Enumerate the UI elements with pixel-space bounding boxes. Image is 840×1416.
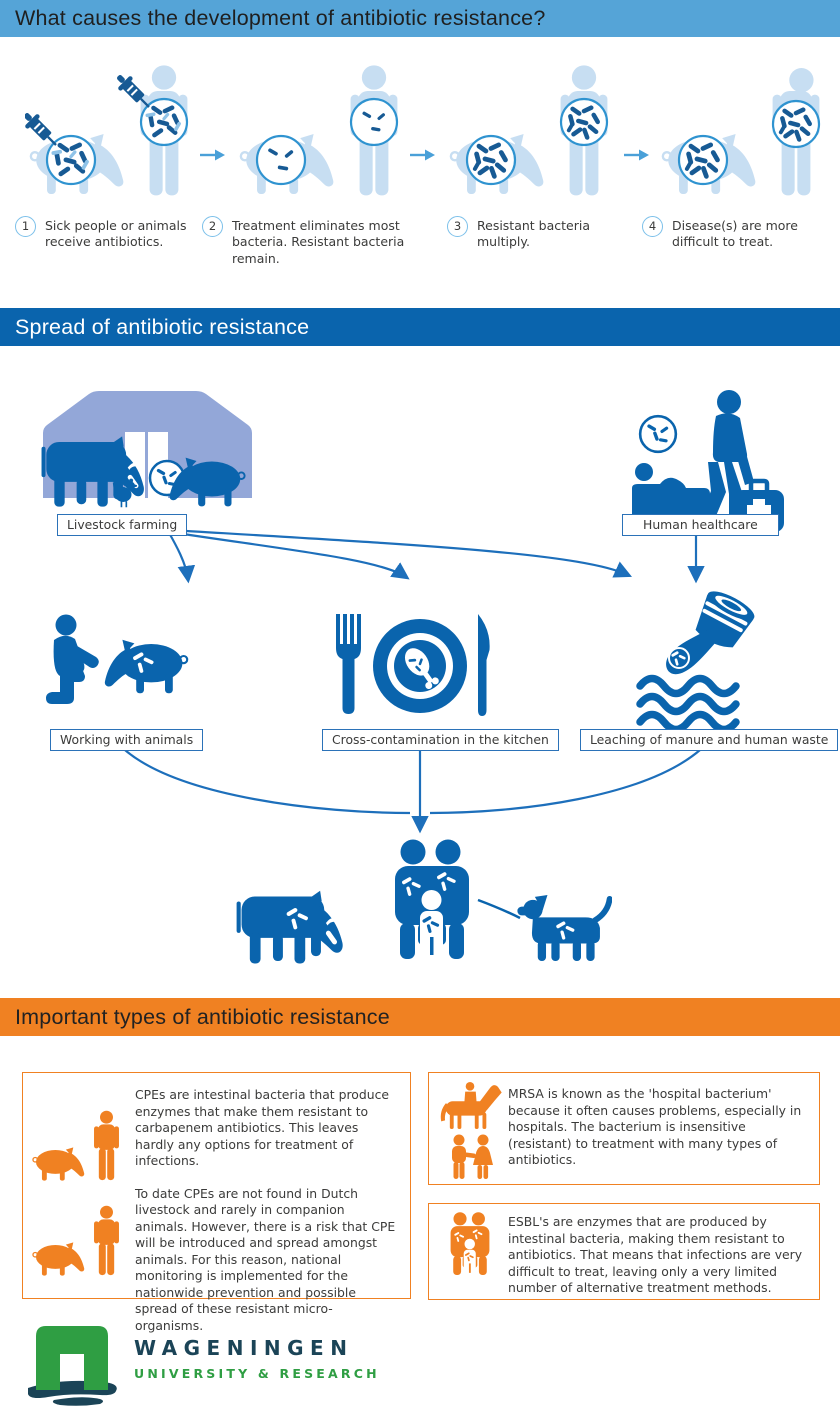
wageningen-wordmark: WAGENINGEN UNIVERSITY & RESEARCH bbox=[134, 1336, 380, 1381]
step3-caption: 3 Resistant bacteria multiply. bbox=[447, 216, 607, 251]
causes-title: What causes the development of antibioti… bbox=[15, 6, 546, 30]
esbl-family-icon bbox=[443, 1212, 497, 1276]
step2-number: 2 bbox=[202, 216, 223, 237]
leaching-text: Leaching of manure and human waste bbox=[590, 732, 829, 747]
leaching-manure-icon bbox=[636, 591, 755, 730]
step2-caption: 2 Treatment eliminates most bacteria. Re… bbox=[202, 216, 412, 267]
spread-flow-arrows bbox=[124, 528, 705, 834]
cpe-pig-person-icon-1 bbox=[32, 1110, 119, 1182]
step4-number: 4 bbox=[642, 216, 663, 237]
cpe-text: CPEs are intestinal bacteria that produc… bbox=[135, 1087, 397, 1334]
step4-text: Disease(s) are more difficult to treat. bbox=[672, 218, 798, 250]
kitchen-cross-contamination-icon bbox=[336, 614, 490, 716]
kitchen-text: Cross-contamination in the kitchen bbox=[332, 732, 549, 747]
livestock-farm-icon bbox=[41, 391, 252, 508]
step1-number: 1 bbox=[15, 216, 36, 237]
step2-illustration bbox=[239, 65, 399, 196]
step4-caption: 4 Disease(s) are more difficult to treat… bbox=[642, 216, 817, 251]
step3-text: Resistant bacteria multiply. bbox=[477, 218, 591, 250]
cpe-paragraph-2: To date CPEs are not found in Dutch live… bbox=[135, 1185, 396, 1333]
working-with-animals-label: Working with animals bbox=[50, 729, 204, 751]
working-with-animals-icon bbox=[46, 614, 189, 704]
causes-header-bar: What causes the development of antibioti… bbox=[0, 0, 840, 37]
mrsa-paragraph: MRSA is known as the 'hospital bacterium… bbox=[508, 1086, 802, 1167]
step1-illustration bbox=[25, 65, 189, 196]
livestock-farming-text: Livestock farming bbox=[67, 517, 178, 532]
step2-text: Treatment eliminates most bacteria. Resi… bbox=[232, 218, 405, 266]
esbl-paragraph: ESBL's are enzymes that are produced by … bbox=[508, 1214, 803, 1295]
kitchen-label: Cross-contamination in the kitchen bbox=[322, 729, 559, 751]
mrsa-couple-icon bbox=[452, 1134, 493, 1179]
step4-illustration bbox=[661, 68, 821, 196]
step3-illustration bbox=[449, 65, 609, 196]
step-arrow-icon bbox=[624, 149, 649, 161]
spread-header-bar: Spread of antibiotic resistance bbox=[0, 308, 840, 346]
human-healthcare-label: Human healthcare bbox=[622, 514, 779, 536]
mrsa-text: MRSA is known as the 'hospital bacterium… bbox=[508, 1086, 808, 1169]
cpe-pig-person-icon-2 bbox=[32, 1205, 119, 1277]
working-with-animals-text: Working with animals bbox=[60, 732, 194, 747]
step1-text: Sick people or animals receive antibioti… bbox=[45, 218, 187, 250]
step-arrow-icon bbox=[200, 149, 225, 161]
step3-number: 3 bbox=[447, 216, 468, 237]
syringe-icon bbox=[111, 69, 156, 114]
human-healthcare-text: Human healthcare bbox=[643, 517, 758, 532]
spread-title: Spread of antibiotic resistance bbox=[15, 314, 310, 339]
step1-caption: 1 Sick people or animals receive antibio… bbox=[15, 216, 195, 251]
mrsa-horse-rider-icon bbox=[440, 1082, 502, 1130]
leaching-label: Leaching of manure and human waste bbox=[580, 729, 839, 751]
cpe-box bbox=[22, 1072, 411, 1299]
types-header-bar: Important types of antibiotic resistance bbox=[0, 998, 840, 1036]
livestock-farming-label: Livestock farming bbox=[57, 514, 188, 536]
wageningen-logo-icon bbox=[28, 1326, 117, 1406]
esbl-box bbox=[428, 1203, 820, 1300]
brand-name: WAGENINGEN bbox=[134, 1336, 354, 1360]
brand-subtitle: UNIVERSITY & RESEARCH bbox=[134, 1366, 380, 1381]
types-title: Important types of antibiotic resistance bbox=[15, 1004, 390, 1029]
step-arrow-icon bbox=[410, 149, 435, 161]
resistant-bacteria-carriers-icon bbox=[236, 836, 624, 964]
esbl-text: ESBL's are enzymes that are produced by … bbox=[508, 1214, 808, 1297]
cpe-paragraph-1: CPEs are intestinal bacteria that produc… bbox=[135, 1087, 390, 1168]
